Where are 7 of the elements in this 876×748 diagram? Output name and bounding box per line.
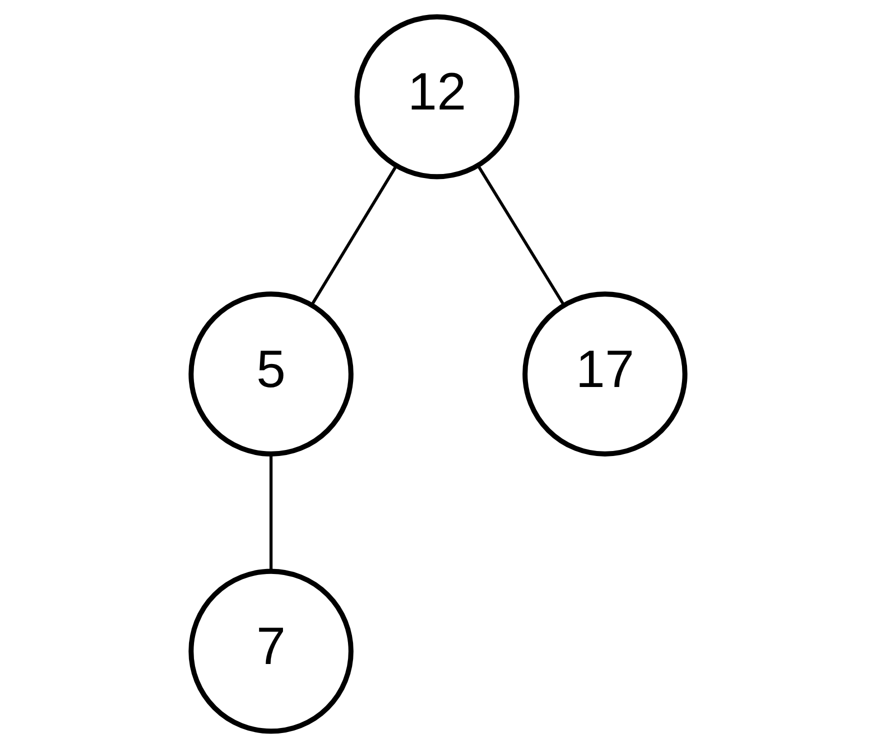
node-circle: 7 <box>188 568 354 734</box>
connector <box>310 166 398 306</box>
node-circle: 17 <box>522 292 688 456</box>
connector <box>476 164 566 306</box>
node-circle: 12 <box>354 14 520 180</box>
node-circle: 5 <box>188 292 354 456</box>
connector <box>270 454 273 571</box>
